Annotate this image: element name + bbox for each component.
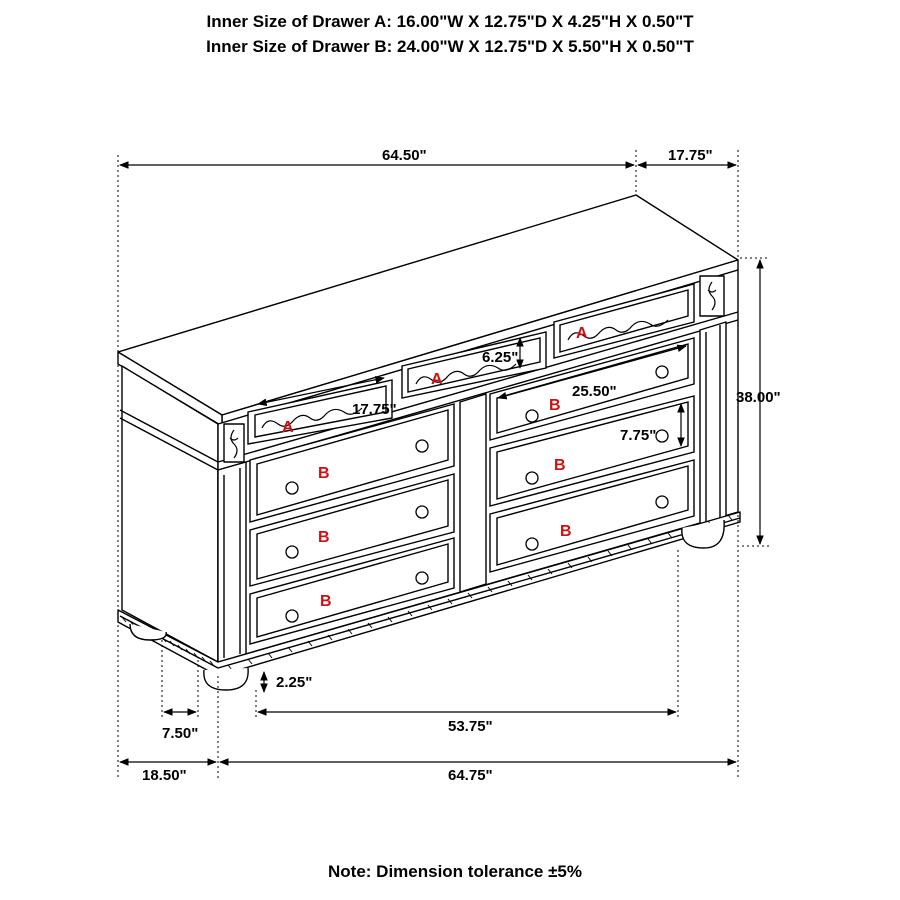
right-column xyxy=(699,321,727,525)
knob xyxy=(525,471,539,485)
knob xyxy=(655,365,669,379)
drawer-label-b: B xyxy=(560,523,572,540)
label-drawer-b-height: 7.75" xyxy=(620,427,656,444)
label-height: 38.00" xyxy=(736,389,781,406)
dimension-lines xyxy=(117,150,770,778)
center-divider xyxy=(459,393,487,593)
drawer-label-a: A xyxy=(282,419,294,436)
dimension-labels: 64.50" 17.75" 38.00" 17.75" 6.25" 25.50"… xyxy=(142,147,781,784)
knob xyxy=(655,429,669,443)
side-molding xyxy=(119,409,219,463)
drawer-label-a: A xyxy=(576,325,588,342)
front-right-foot xyxy=(681,519,725,549)
label-width-top: 64.50" xyxy=(382,147,427,164)
knob xyxy=(525,537,539,551)
label-leg-height: 2.25" xyxy=(276,674,312,691)
label-inner-width: 53.75" xyxy=(448,718,493,735)
tolerance-note: Note: Dimension tolerance ±5% xyxy=(328,862,582,881)
knob xyxy=(285,481,299,495)
drawer-label-b: B xyxy=(320,593,332,610)
knob xyxy=(285,545,299,559)
left-column xyxy=(217,461,247,663)
left-post-carving xyxy=(223,423,245,463)
label-depth-bottom: 18.50" xyxy=(142,767,187,784)
dim-drawer-a-width xyxy=(257,375,385,407)
drawer-b-spec: Inner Size of Drawer B: 24.00"W X 12.75"… xyxy=(206,37,694,56)
drawer-b-left-1 xyxy=(249,403,455,523)
knob xyxy=(415,505,429,519)
drawer-label-b: B xyxy=(318,529,330,546)
drawer-label-a: A xyxy=(431,371,443,388)
drawer-b-right-3 xyxy=(489,459,695,573)
label-width-bottom: 64.75" xyxy=(448,767,493,784)
label-drawer-a-height: 6.25" xyxy=(482,349,518,366)
knob xyxy=(525,409,539,423)
dim-drawer-b-width xyxy=(497,344,687,400)
drawer-b-left-3 xyxy=(249,537,455,645)
drawer-b-left-2 xyxy=(249,473,455,587)
knob xyxy=(415,571,429,585)
front-left-foot xyxy=(203,667,249,691)
knob xyxy=(655,495,669,509)
back-left-foot xyxy=(129,623,167,641)
label-leg-gap: 7.50" xyxy=(162,725,198,742)
knob xyxy=(415,439,429,453)
drawer-b-right-2 xyxy=(489,395,695,507)
knob xyxy=(285,609,299,623)
drawer-label-b: B xyxy=(549,397,561,414)
label-drawer-b-width: 25.50" xyxy=(572,383,617,400)
drawer-label-b: B xyxy=(318,465,330,482)
label-depth-top: 17.75" xyxy=(668,147,713,164)
drawer-a-spec: Inner Size of Drawer A: 16.00"W X 12.75"… xyxy=(206,12,694,31)
drawer-labels: A A A B B B B B B xyxy=(282,325,588,610)
label-drawer-a-width: 17.75" xyxy=(352,401,397,418)
drawer-label-b: B xyxy=(554,457,566,474)
